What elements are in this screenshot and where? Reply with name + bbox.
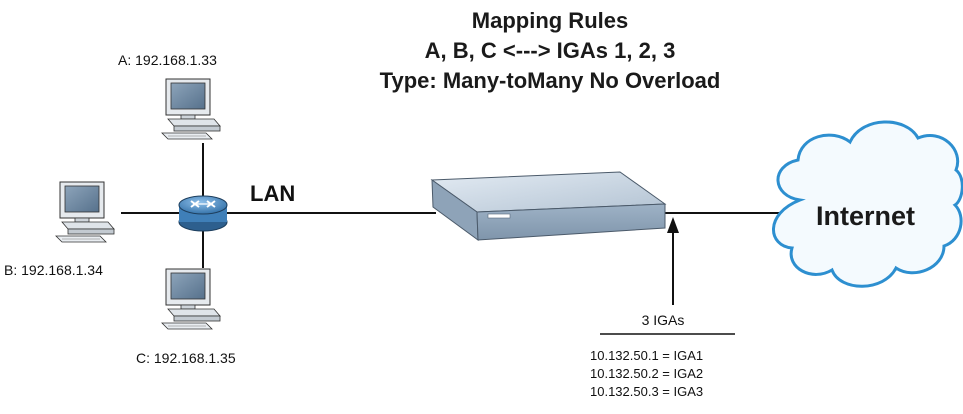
iga-mapping-item: 10.132.50.1 = IGA1 xyxy=(590,348,704,363)
computer-b-icon xyxy=(55,181,115,243)
gateway-device-icon xyxy=(430,171,667,242)
title-line-3: Type: Many-toMany No Overload xyxy=(379,68,721,93)
igas-count-label: 3 IGAs xyxy=(641,312,685,328)
internet-label: Internet xyxy=(816,201,916,231)
router-icon xyxy=(178,195,228,232)
iga-mapping-item: 10.132.50.3 = IGA3 xyxy=(590,384,704,399)
lan-label: LAN xyxy=(250,181,296,206)
iga-arrow xyxy=(667,217,679,305)
connection-lines xyxy=(121,143,784,268)
host-a-label: A: 192.168.1.33 xyxy=(118,52,217,68)
host-c-label: C: 192.168.1.35 xyxy=(136,350,236,366)
computer-a-icon xyxy=(161,78,221,140)
computer-c-icon xyxy=(161,268,221,330)
title-line-1: Mapping Rules xyxy=(471,8,629,33)
title-line-2: A, B, C <---> IGAs 1, 2, 3 xyxy=(424,38,676,63)
internet-cloud-icon xyxy=(772,120,963,288)
iga-mapping-list: 10.132.50.1 = IGA1 10.132.50.2 = IGA2 10… xyxy=(590,347,703,401)
host-b-label: B: 192.168.1.34 xyxy=(4,262,103,278)
iga-mapping-item: 10.132.50.2 = IGA2 xyxy=(590,366,704,381)
